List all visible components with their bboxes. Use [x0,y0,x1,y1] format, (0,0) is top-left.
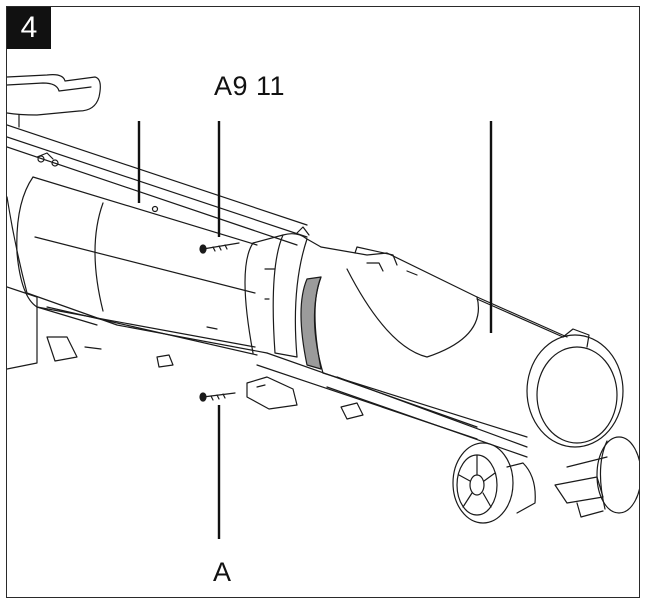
callout-label-bottom: A [213,557,232,587]
handle-part [7,74,101,128]
figure-frame: 4 A9 11 A [6,6,640,598]
body-lower-section [7,196,268,370]
leaf-blower-tube-assembly-illustration [7,74,639,539]
step-number-badge: 4 [7,7,51,49]
second-tube [313,246,568,448]
front-wheel [452,442,536,524]
body-top-rail [7,124,308,246]
bottom-rail [156,352,528,458]
rear-wheel [554,436,639,518]
callout-label-top: A9 11 [214,71,286,101]
upper-screw [199,242,240,254]
lower-screw [199,392,236,402]
nozzle-ring [476,298,624,448]
tube-coupling-collar [252,226,322,358]
